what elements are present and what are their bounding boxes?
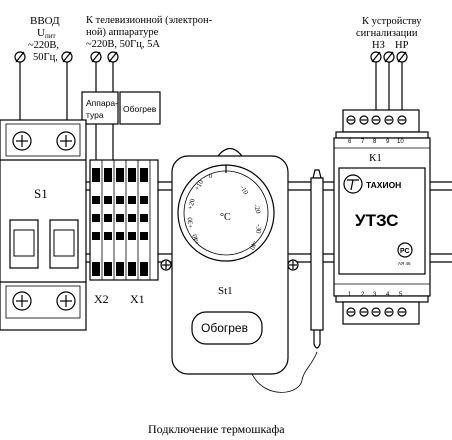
s1-label: S1 [34, 186, 48, 201]
brand-name: ТАХИОН [366, 180, 401, 190]
dial-tick: +30 [186, 216, 195, 228]
k1-label: К1 [369, 152, 382, 164]
certification-icon [397, 242, 413, 258]
dial-tick: 0 [209, 174, 212, 180]
alarm-label-line1: К устройству [362, 16, 422, 27]
alarm-label-line2: сигнализации [356, 28, 418, 39]
temperature-probe [251, 169, 324, 393]
tv-output-terminals [90, 51, 119, 160]
tv-label-line2: ной) аппаратуре [86, 27, 159, 38]
svg-text:Аппара-: Аппара- [86, 98, 118, 108]
relay-terminal-number: 3 [373, 292, 377, 298]
cert-mark: РС [400, 248, 410, 255]
svg-text:тура: тура [86, 110, 104, 120]
relay-terminal-number: 4 [386, 292, 390, 298]
heating-label: Обогрев [201, 321, 248, 335]
dial-tick: -10 [238, 184, 250, 197]
input-u-label: Uпит [37, 27, 56, 40]
diagram-caption: Подключение термошкафа [148, 422, 285, 436]
tv-label-line1: К телевизионной (электрон- [86, 15, 213, 26]
dial-tick: +20 [186, 197, 197, 210]
relay-terminal-number: 8 [373, 139, 377, 145]
alarm-terminals [370, 51, 408, 118]
input-terminals [14, 51, 73, 125]
mount-screws [160, 259, 299, 271]
relay-terminal-number: 5 [399, 292, 403, 298]
relay-bottom-screws [346, 307, 407, 317]
relay-terminal-number: 7 [361, 139, 365, 145]
relay-k1: 6 7 8 9 10 К1 ТАХИОН УТЗС РС АЯ 46 1 2 3… [333, 109, 431, 325]
tag-apparatus: Аппара- тура [81, 91, 119, 125]
breaker-s1: S1 [0, 119, 87, 331]
nr-label: НР [395, 40, 409, 51]
input-frequency: 50Гц, [33, 52, 58, 63]
thermostat-st1: 0 +10 +20 +30 +40 -10 -20 -30 -40 °C St1… [171, 147, 289, 375]
x1-label: X1 [130, 292, 145, 306]
input-voltage: ~220В, [28, 40, 59, 51]
x2-label: X2 [94, 292, 109, 306]
brand-logo-icon [343, 174, 363, 194]
cert-number: АЯ 46 [398, 261, 411, 266]
model-name: УТЗС [355, 211, 398, 230]
dial-tick: -20 [252, 203, 262, 215]
terminal-blocks: X2 X1 [89, 159, 159, 306]
relay-terminal-number: 1 [348, 292, 352, 298]
nz-label: НЗ [372, 40, 385, 51]
relay-terminal-number: 2 [361, 292, 365, 298]
input-title: ВВОД [30, 15, 60, 27]
st1-label: St1 [218, 285, 233, 297]
relay-top-screws [346, 115, 407, 125]
relay-terminal-number: 9 [386, 139, 390, 145]
svg-text:Обогрев: Обогрев [123, 104, 157, 114]
tag-heating: Обогрев [119, 91, 161, 125]
dial-tick: +40 [190, 233, 201, 246]
dial-tick: -40 [248, 239, 259, 251]
relay-terminal-number: 10 [397, 139, 404, 145]
dial-unit: °C [220, 212, 231, 223]
relay-terminal-number: 6 [348, 139, 352, 145]
dial-tick: -30 [254, 224, 263, 234]
tv-label-line3: ~220В, 50Гц, 5А [86, 39, 160, 50]
